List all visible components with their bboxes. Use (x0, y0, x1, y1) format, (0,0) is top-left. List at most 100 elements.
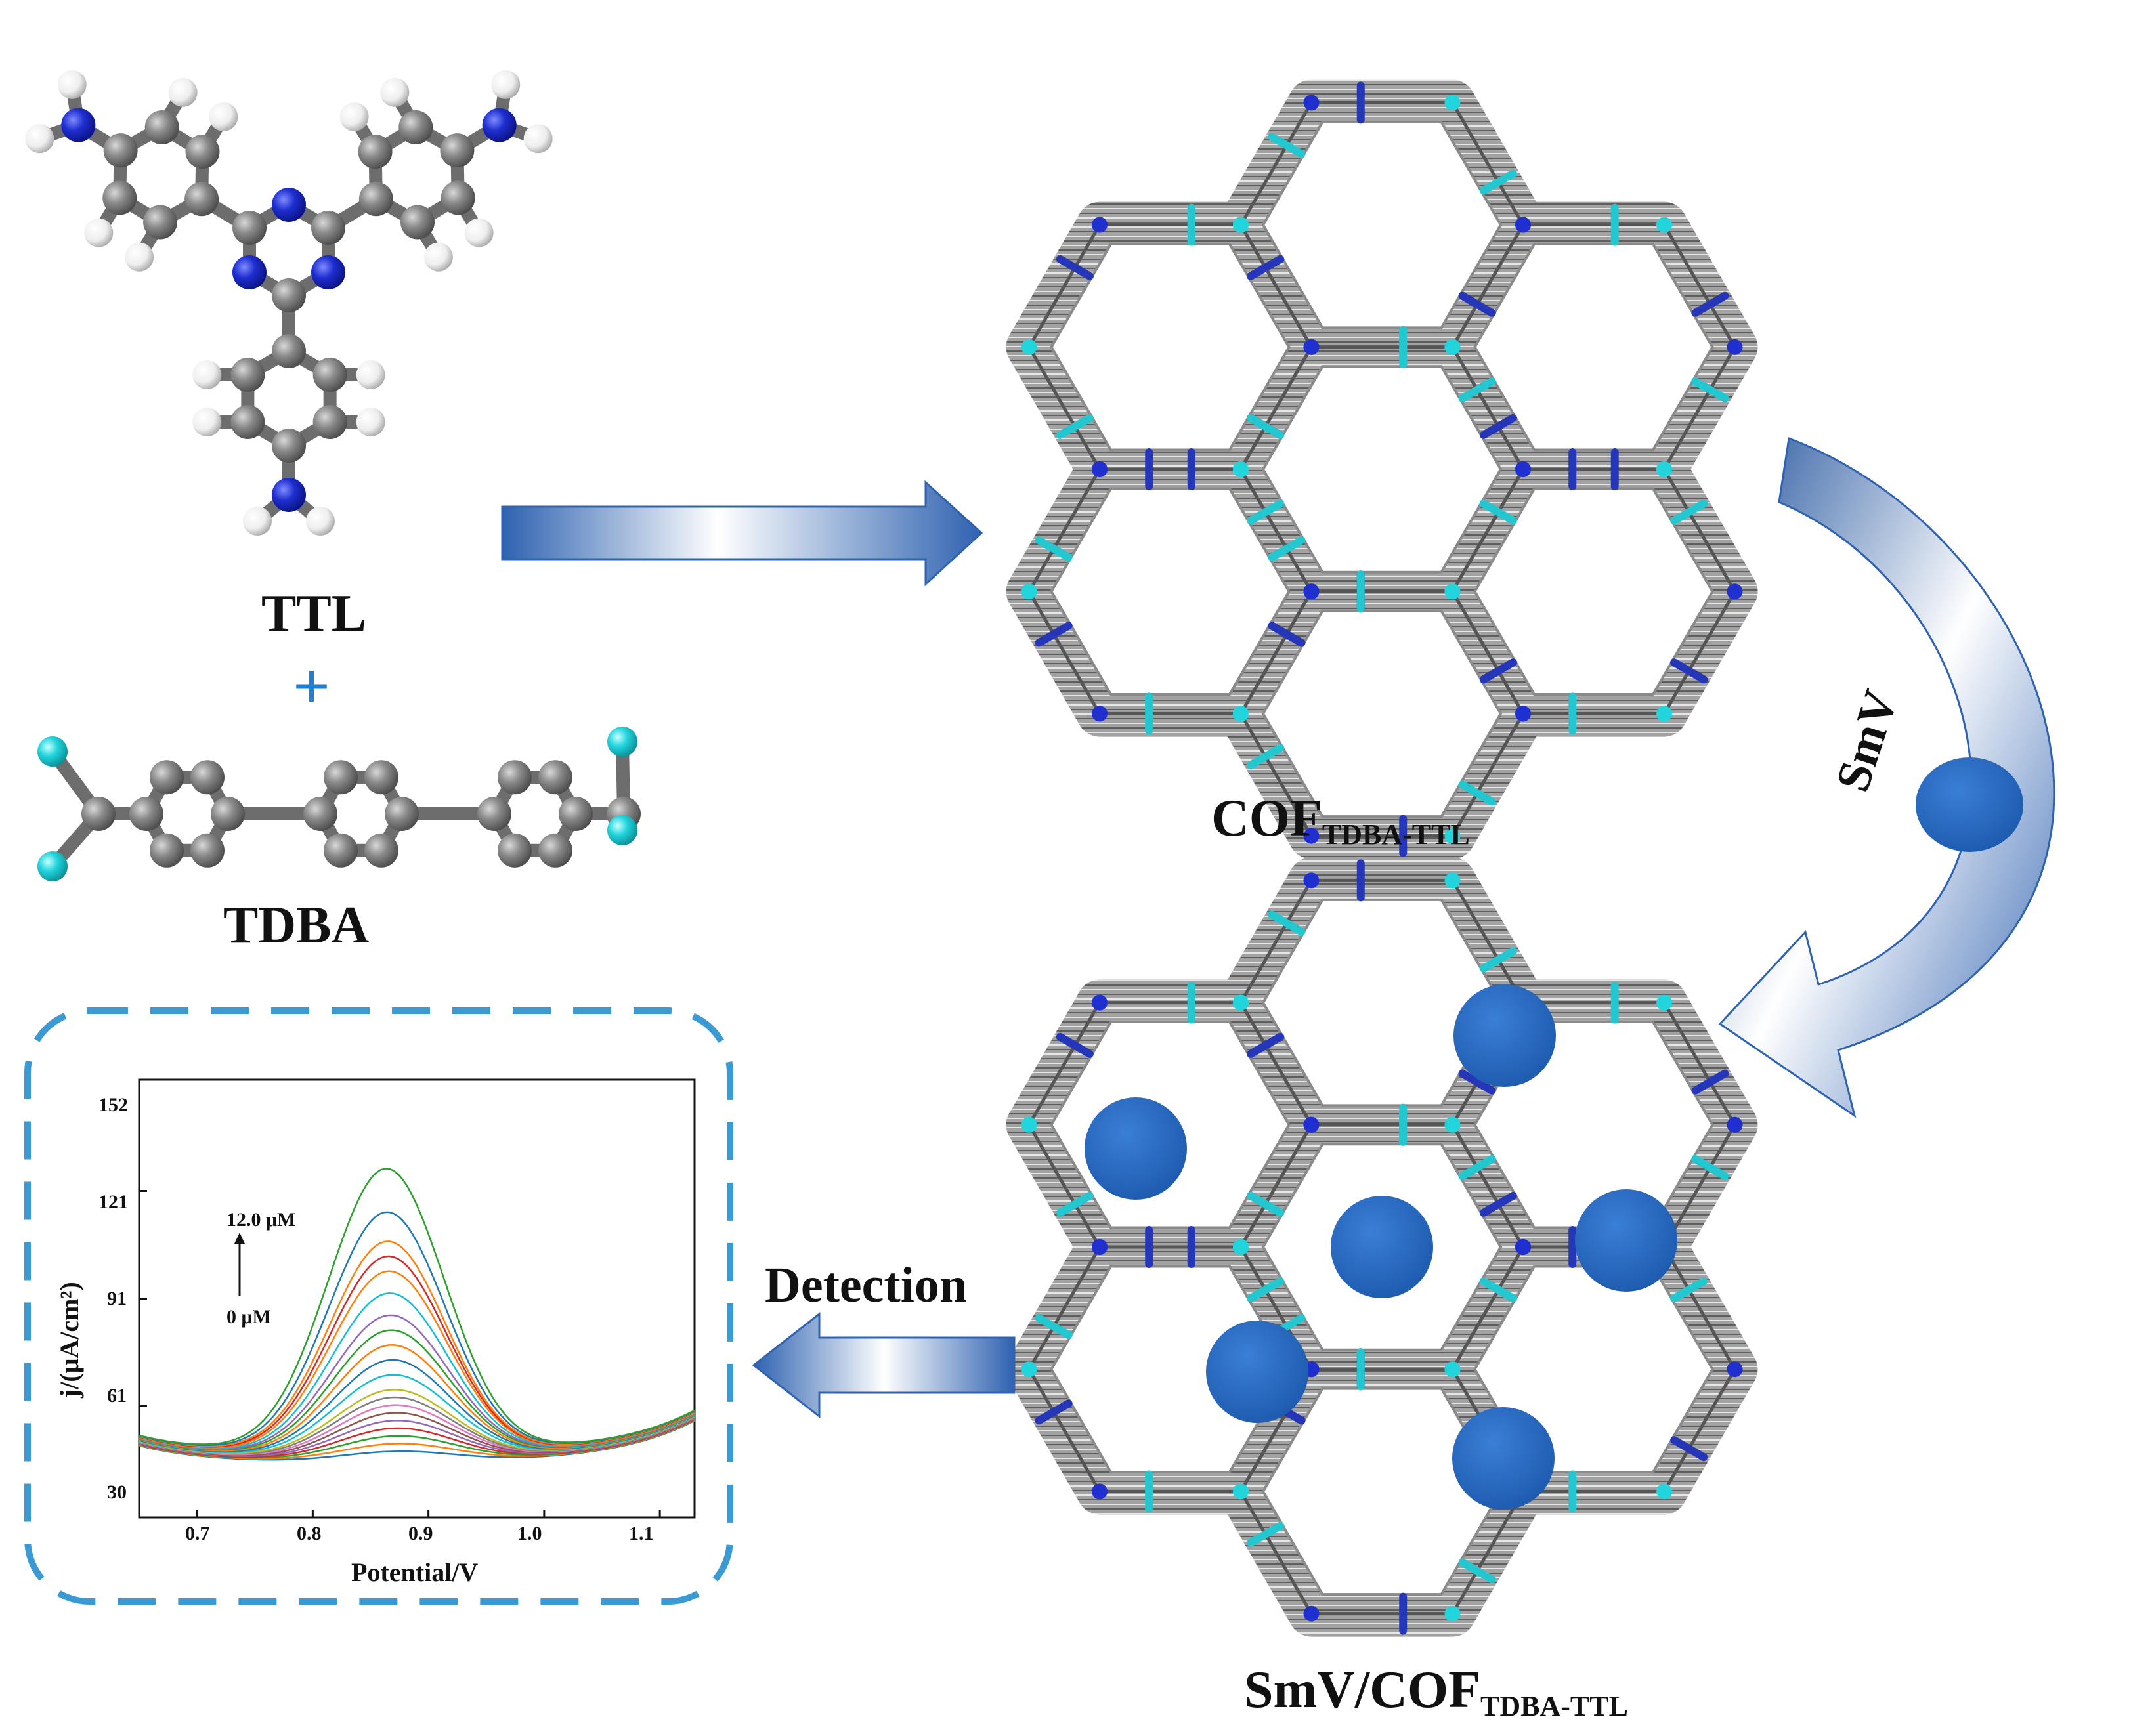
fluorine-atom (37, 851, 68, 881)
hydrogen-atom (339, 102, 369, 131)
wall-linker (1268, 910, 1306, 936)
node-atom (1092, 1239, 1108, 1255)
carbon-atom (272, 334, 306, 368)
carbon-atom (190, 760, 225, 795)
smv-ball (1085, 1097, 1187, 1200)
hydrogen-atom (84, 218, 114, 247)
carbon-atom (324, 760, 358, 795)
ttl-label: TTL (261, 585, 367, 643)
hydrogen-atom (356, 360, 385, 389)
wall-linker (1458, 1558, 1496, 1584)
smv-ball (1206, 1321, 1308, 1423)
hydrogen-atom (125, 242, 154, 272)
tdba-molecule (37, 727, 641, 881)
wall-linker (1458, 291, 1496, 317)
wall-linker (1247, 255, 1285, 280)
node-atom (1233, 217, 1249, 233)
carbon-atom (102, 180, 137, 215)
carbon-atom (477, 797, 511, 831)
hydrogen-atom (192, 360, 222, 389)
wall-linker (1458, 780, 1496, 806)
wall-linker (1035, 622, 1073, 647)
hydrogen-atom (243, 507, 272, 536)
wall-linker (1691, 291, 1729, 317)
carbon-atom (498, 833, 532, 868)
carbon-atom (103, 133, 138, 168)
node-atom (1444, 828, 1461, 844)
node-atom (1233, 461, 1249, 477)
pore-cavity (1261, 898, 1503, 1107)
node-atom (1656, 994, 1672, 1011)
wall-linker (1691, 1069, 1729, 1095)
pore-cavity (1050, 487, 1291, 696)
tdba-label: TDBA (223, 897, 370, 954)
wall-linker (1056, 255, 1094, 280)
wall-linker (1458, 1069, 1496, 1095)
wall-linker (1247, 1191, 1285, 1217)
pore-cavity (1261, 120, 1503, 329)
node-atom (1303, 1605, 1320, 1622)
carbon-atom (358, 182, 393, 217)
x-tick-label-1.0: 1.0 (517, 1523, 542, 1544)
carbon-atom (441, 180, 475, 215)
hydrogen-atom (168, 77, 198, 107)
wall-linker (1691, 1154, 1729, 1180)
x-tick-label-1.1: 1.1 (629, 1523, 654, 1544)
wall-linker (1479, 947, 1517, 973)
y-tick-label-152: 152 (98, 1094, 128, 1116)
fluorine-atom (607, 727, 637, 757)
smv-ball (1452, 1407, 1555, 1510)
carbon-atom (129, 797, 163, 831)
wall-linker (1268, 622, 1306, 647)
cof-label: COFTDBA-TTL (1211, 790, 1470, 851)
carbon-atom (312, 358, 347, 392)
x-axis-label: Potential/V (351, 1557, 479, 1587)
x-tick-label-0.7: 0.7 (185, 1523, 210, 1544)
nitrogen-atom (311, 255, 345, 289)
carbon-atom (230, 358, 265, 392)
node-atom (1092, 994, 1108, 1011)
node-atom (1727, 339, 1743, 355)
pore-cavity (1261, 365, 1503, 574)
node-atom (1727, 583, 1743, 600)
wall-linker (1458, 1154, 1496, 1180)
carbon-atom (230, 405, 265, 439)
wall-linker (1268, 133, 1306, 158)
wall-linker (1056, 413, 1094, 439)
nitrogen-atom (61, 108, 96, 142)
wall-linker (1458, 377, 1496, 402)
wall-linker (1479, 413, 1517, 439)
carbon-atom (184, 182, 219, 217)
wall-linker (1479, 658, 1517, 684)
wall-linker (1691, 377, 1729, 402)
carbon-atom (143, 205, 178, 240)
node-atom (1656, 1483, 1672, 1500)
smv-loaded-balls (1085, 984, 1677, 1510)
carbon-atom (312, 405, 347, 439)
ttl-molecule (25, 70, 553, 536)
wall-linker (1479, 1191, 1517, 1217)
hydrogen-atom (423, 242, 453, 272)
pore-cavity (1050, 1265, 1291, 1473)
node-atom (1233, 994, 1249, 1011)
wall-linker (1247, 499, 1285, 525)
wall-linker (1247, 413, 1285, 439)
wall-linker (1035, 536, 1073, 562)
carbon-atom (303, 797, 337, 831)
x-tick-label-0.9: 0.9 (408, 1523, 433, 1544)
series-line (139, 1168, 695, 1445)
hydrogen-atom (25, 124, 54, 154)
wall-linker (1479, 1277, 1517, 1303)
node-atom (1656, 461, 1672, 477)
series-group (139, 1168, 695, 1461)
smv-particle (1916, 757, 2023, 852)
wall-linker (1670, 1436, 1708, 1462)
pore-cavity (1050, 243, 1291, 452)
node-atom (1303, 1116, 1320, 1133)
pore-cavity (1261, 1387, 1503, 1596)
wall-linker (1247, 744, 1285, 769)
wall-linker (1247, 1277, 1285, 1303)
nitrogen-atom (272, 188, 306, 222)
carbon-atom (538, 833, 572, 868)
